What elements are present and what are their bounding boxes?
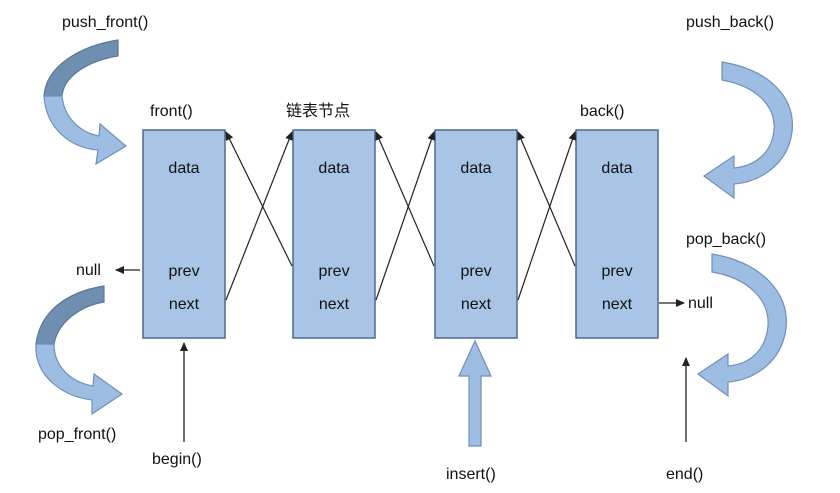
node-1-data: data <box>168 160 200 177</box>
null-left-label: null <box>76 262 101 279</box>
push-front-label: push_front() <box>62 14 149 31</box>
node-3-next: next <box>460 296 492 313</box>
pop-front-arrow-back-icon <box>35 285 105 345</box>
node-4-prev: prev <box>601 263 633 280</box>
pop-front-arrow-icon <box>35 343 124 416</box>
next-link-1 <box>225 131 293 301</box>
insert-label: insert() <box>446 466 496 483</box>
pop-front-label: pop_front() <box>38 426 117 443</box>
node-2-next: next <box>318 296 350 313</box>
node-box-2 <box>292 129 376 339</box>
node-3-prev: prev <box>460 263 492 280</box>
node-4-data: data <box>601 160 633 177</box>
null-right-label: null <box>688 295 713 312</box>
push-front-arrow-back-icon <box>43 39 119 97</box>
push-back-label: push_back() <box>686 14 775 31</box>
begin-label: begin() <box>152 451 202 468</box>
node-caption-label: 链表节点 <box>286 103 351 120</box>
node-1-prev: prev <box>168 263 200 280</box>
end-label: end() <box>666 466 704 483</box>
next-link-2 <box>375 131 436 301</box>
node-4-next: next <box>601 296 633 313</box>
back-label: back() <box>580 103 625 120</box>
node-2-data: data <box>318 160 350 177</box>
push-front-arrow-icon <box>43 95 128 166</box>
node-box-3 <box>434 129 518 339</box>
node-box-1 <box>142 129 226 339</box>
prev-link-2 <box>225 131 293 267</box>
node-box-4 <box>575 129 659 339</box>
pop-back-label: pop_back() <box>686 231 767 248</box>
front-label: front() <box>150 103 193 120</box>
next-link-3 <box>517 131 577 301</box>
prev-link-3 <box>375 131 435 267</box>
pop-back-arrow-icon <box>696 253 787 398</box>
node-3-data: data <box>460 160 492 177</box>
node-2-prev: prev <box>318 263 350 280</box>
prev-link-4 <box>517 131 576 267</box>
node-1-next: next <box>168 296 200 313</box>
insert-arrow-icon <box>458 339 492 447</box>
push-back-arrow-icon <box>702 61 793 200</box>
